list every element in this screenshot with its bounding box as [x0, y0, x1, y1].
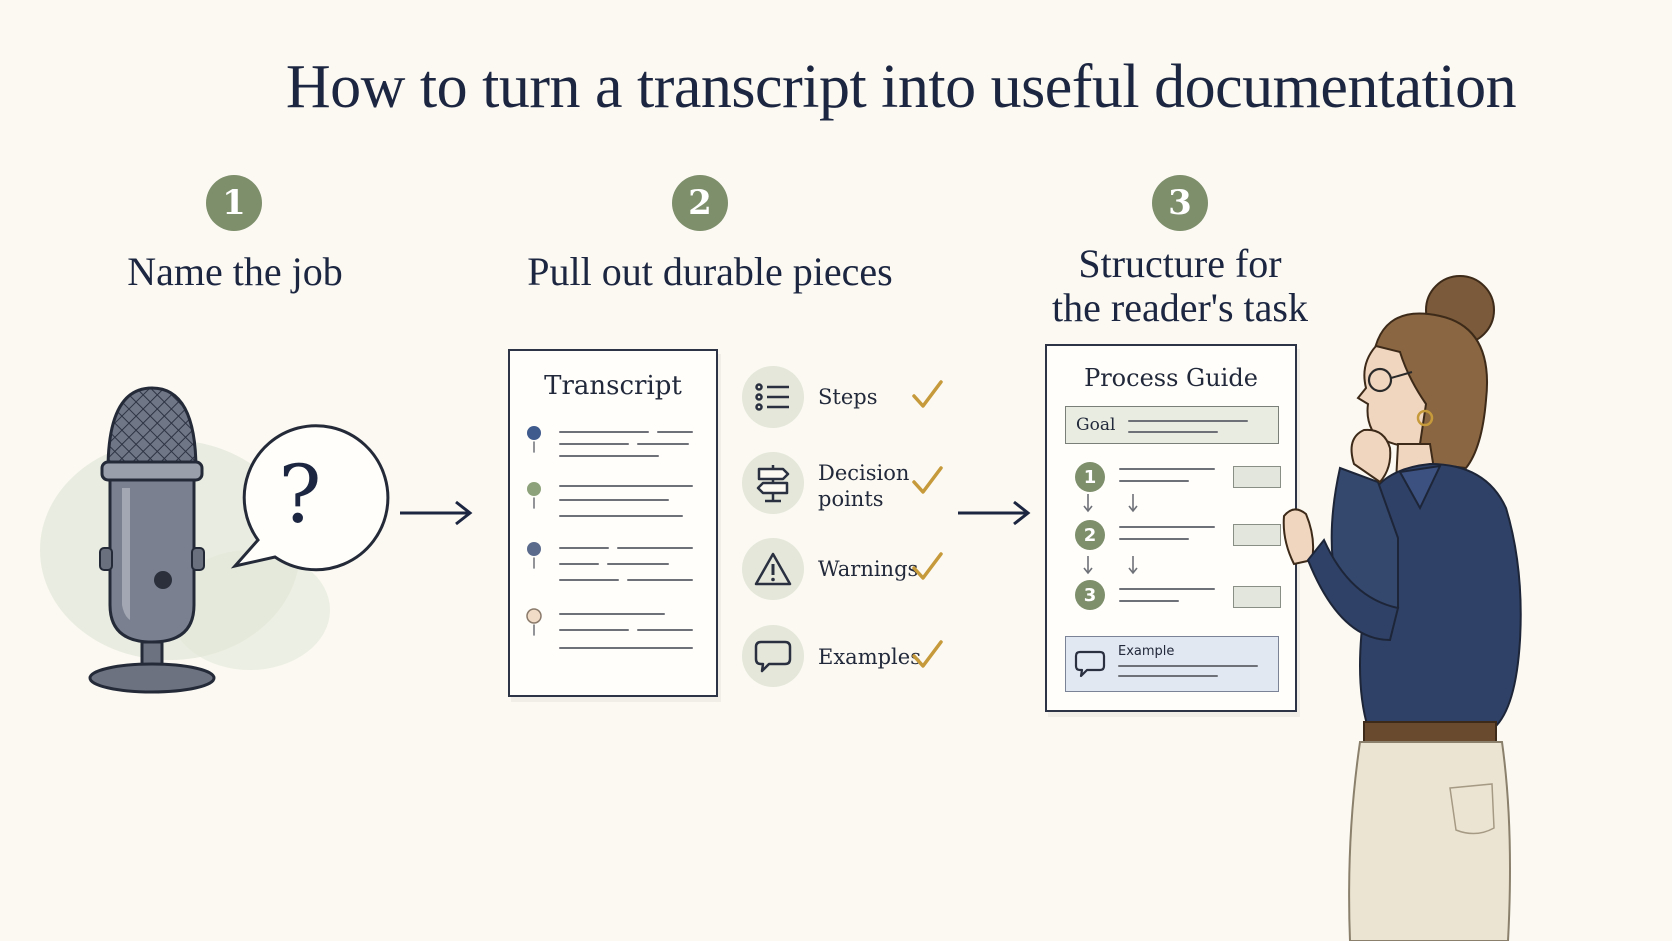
piece-decision-line1: Decision — [818, 461, 910, 485]
checkmark-icon — [912, 552, 943, 580]
page-title: How to turn a transcript into useful doc… — [285, 53, 1517, 121]
piece-warnings-label: Warnings — [818, 557, 919, 581]
step-2-number: 2 — [672, 175, 728, 231]
list-icon — [742, 366, 804, 428]
speech-bubble-icon — [742, 625, 804, 687]
substep-3-number: 3 — [1075, 580, 1105, 610]
step-3-title-line1: Structure for — [1078, 241, 1282, 286]
substep-2-box — [1233, 524, 1281, 546]
transcript-document: Transcript — [508, 349, 718, 697]
question-mark: ? — [278, 448, 322, 541]
substep-1-number: 1 — [1075, 462, 1105, 492]
person-illustration — [1282, 275, 1522, 941]
checkmark-icon — [912, 380, 943, 408]
step-3-title-line2: the reader's task — [1052, 285, 1308, 330]
substep-3-box — [1233, 586, 1281, 608]
transcript-lines — [526, 426, 693, 649]
arrow-right-icon — [400, 500, 473, 526]
example-box: Example — [1065, 636, 1279, 692]
microphone-illustration — [40, 386, 390, 694]
checkmark-icon — [912, 640, 943, 668]
signpost-icon — [742, 452, 804, 514]
transcript-title: Transcript — [544, 371, 682, 401]
example-label: Example — [1118, 644, 1175, 659]
step-1-number: 1 — [206, 175, 262, 231]
substep-1-box — [1233, 466, 1281, 488]
piece-examples-label: Examples — [818, 645, 921, 669]
speech-bubble-icon — [1074, 650, 1106, 678]
piece-steps-label: Steps — [818, 385, 878, 409]
process-guide-document: Process Guide Goal 1 2 3 Example — [1045, 344, 1297, 712]
goal-label: Goal — [1076, 415, 1116, 435]
goal-box: Goal — [1065, 406, 1279, 444]
step-1-title: Name the job — [127, 249, 343, 294]
piece-decision-points-label: Decision points — [818, 460, 909, 512]
step-3-title: Structure for the reader's task — [1020, 242, 1340, 330]
step-2-title: Pull out durable pieces — [527, 249, 893, 294]
guide-down-arrows — [1083, 494, 1138, 575]
checkmark-icon — [912, 466, 943, 494]
process-guide-title: Process Guide — [1084, 364, 1258, 392]
warning-icon — [742, 538, 804, 600]
step-3-number: 3 — [1152, 175, 1208, 231]
piece-decision-line2: points — [818, 487, 884, 511]
arrow-right-icon — [958, 500, 1031, 526]
substep-2-number: 2 — [1075, 520, 1105, 550]
